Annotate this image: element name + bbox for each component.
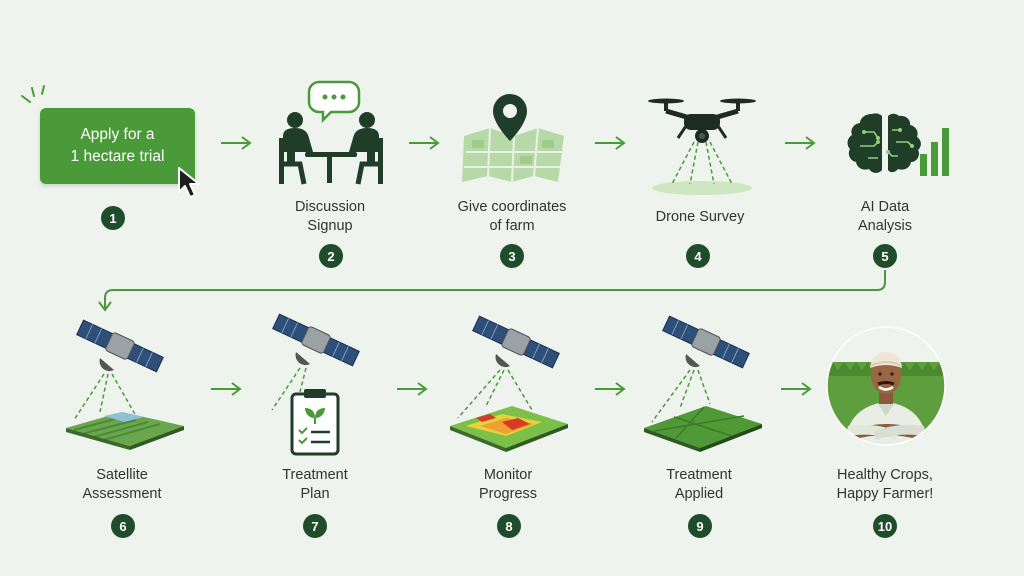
- satellite-green-field-icon: [640, 312, 764, 452]
- satellite-clipboard-icon: [266, 313, 376, 460]
- sparkle-icon: [18, 84, 48, 114]
- step-number-7: 7: [303, 514, 327, 538]
- meeting-chat-icon: [275, 78, 387, 188]
- step-number-1: 1: [101, 206, 125, 230]
- step-number-3: 3: [500, 244, 524, 268]
- flow-arrow: [784, 136, 816, 150]
- flow-arrow: [594, 136, 626, 150]
- farmer-portrait-icon: [826, 326, 946, 446]
- flow-arrow: [396, 382, 428, 396]
- step-label-4: Drone Survey: [655, 209, 745, 225]
- step-number-8: 8: [497, 514, 521, 538]
- flow-arrow: [780, 382, 812, 396]
- step-number-9: 9: [688, 514, 712, 538]
- step-label-6: Satellite Assessment: [82, 467, 162, 502]
- flow-arrow: [210, 382, 242, 396]
- step-label-2: Discussion Signup: [294, 199, 366, 234]
- step-label-5: AI Data Analysis: [858, 199, 912, 234]
- step-label-10: Healthy Crops, Happy Farmer!: [836, 467, 934, 502]
- map-pin-icon: [460, 92, 568, 184]
- row-connector-arrow: [95, 268, 895, 314]
- flow-arrow: [594, 382, 626, 396]
- cursor-click-icon: [176, 166, 206, 200]
- ai-brain-chart-icon: [838, 110, 950, 180]
- step-number-5: 5: [873, 244, 897, 268]
- flow-arrow: [220, 136, 252, 150]
- step-number-2: 2: [319, 244, 343, 268]
- apply-trial-button[interactable]: Apply for a 1 hectare trial: [40, 108, 195, 184]
- step-number-10: 10: [873, 514, 897, 538]
- satellite-field-icon: [64, 319, 188, 450]
- step-label-9: Treatment Applied: [666, 467, 732, 502]
- satellite-heatmap-icon: [446, 314, 570, 454]
- step-label-3: Give coordinates of farm: [457, 199, 567, 234]
- drone-icon: [646, 96, 758, 196]
- step-number-6: 6: [111, 514, 135, 538]
- step-number-4: 4: [686, 244, 710, 268]
- step-label-7: Treatment Plan: [282, 467, 348, 502]
- step-label-8: Monitor Progress: [478, 467, 538, 502]
- flow-arrow: [408, 136, 440, 150]
